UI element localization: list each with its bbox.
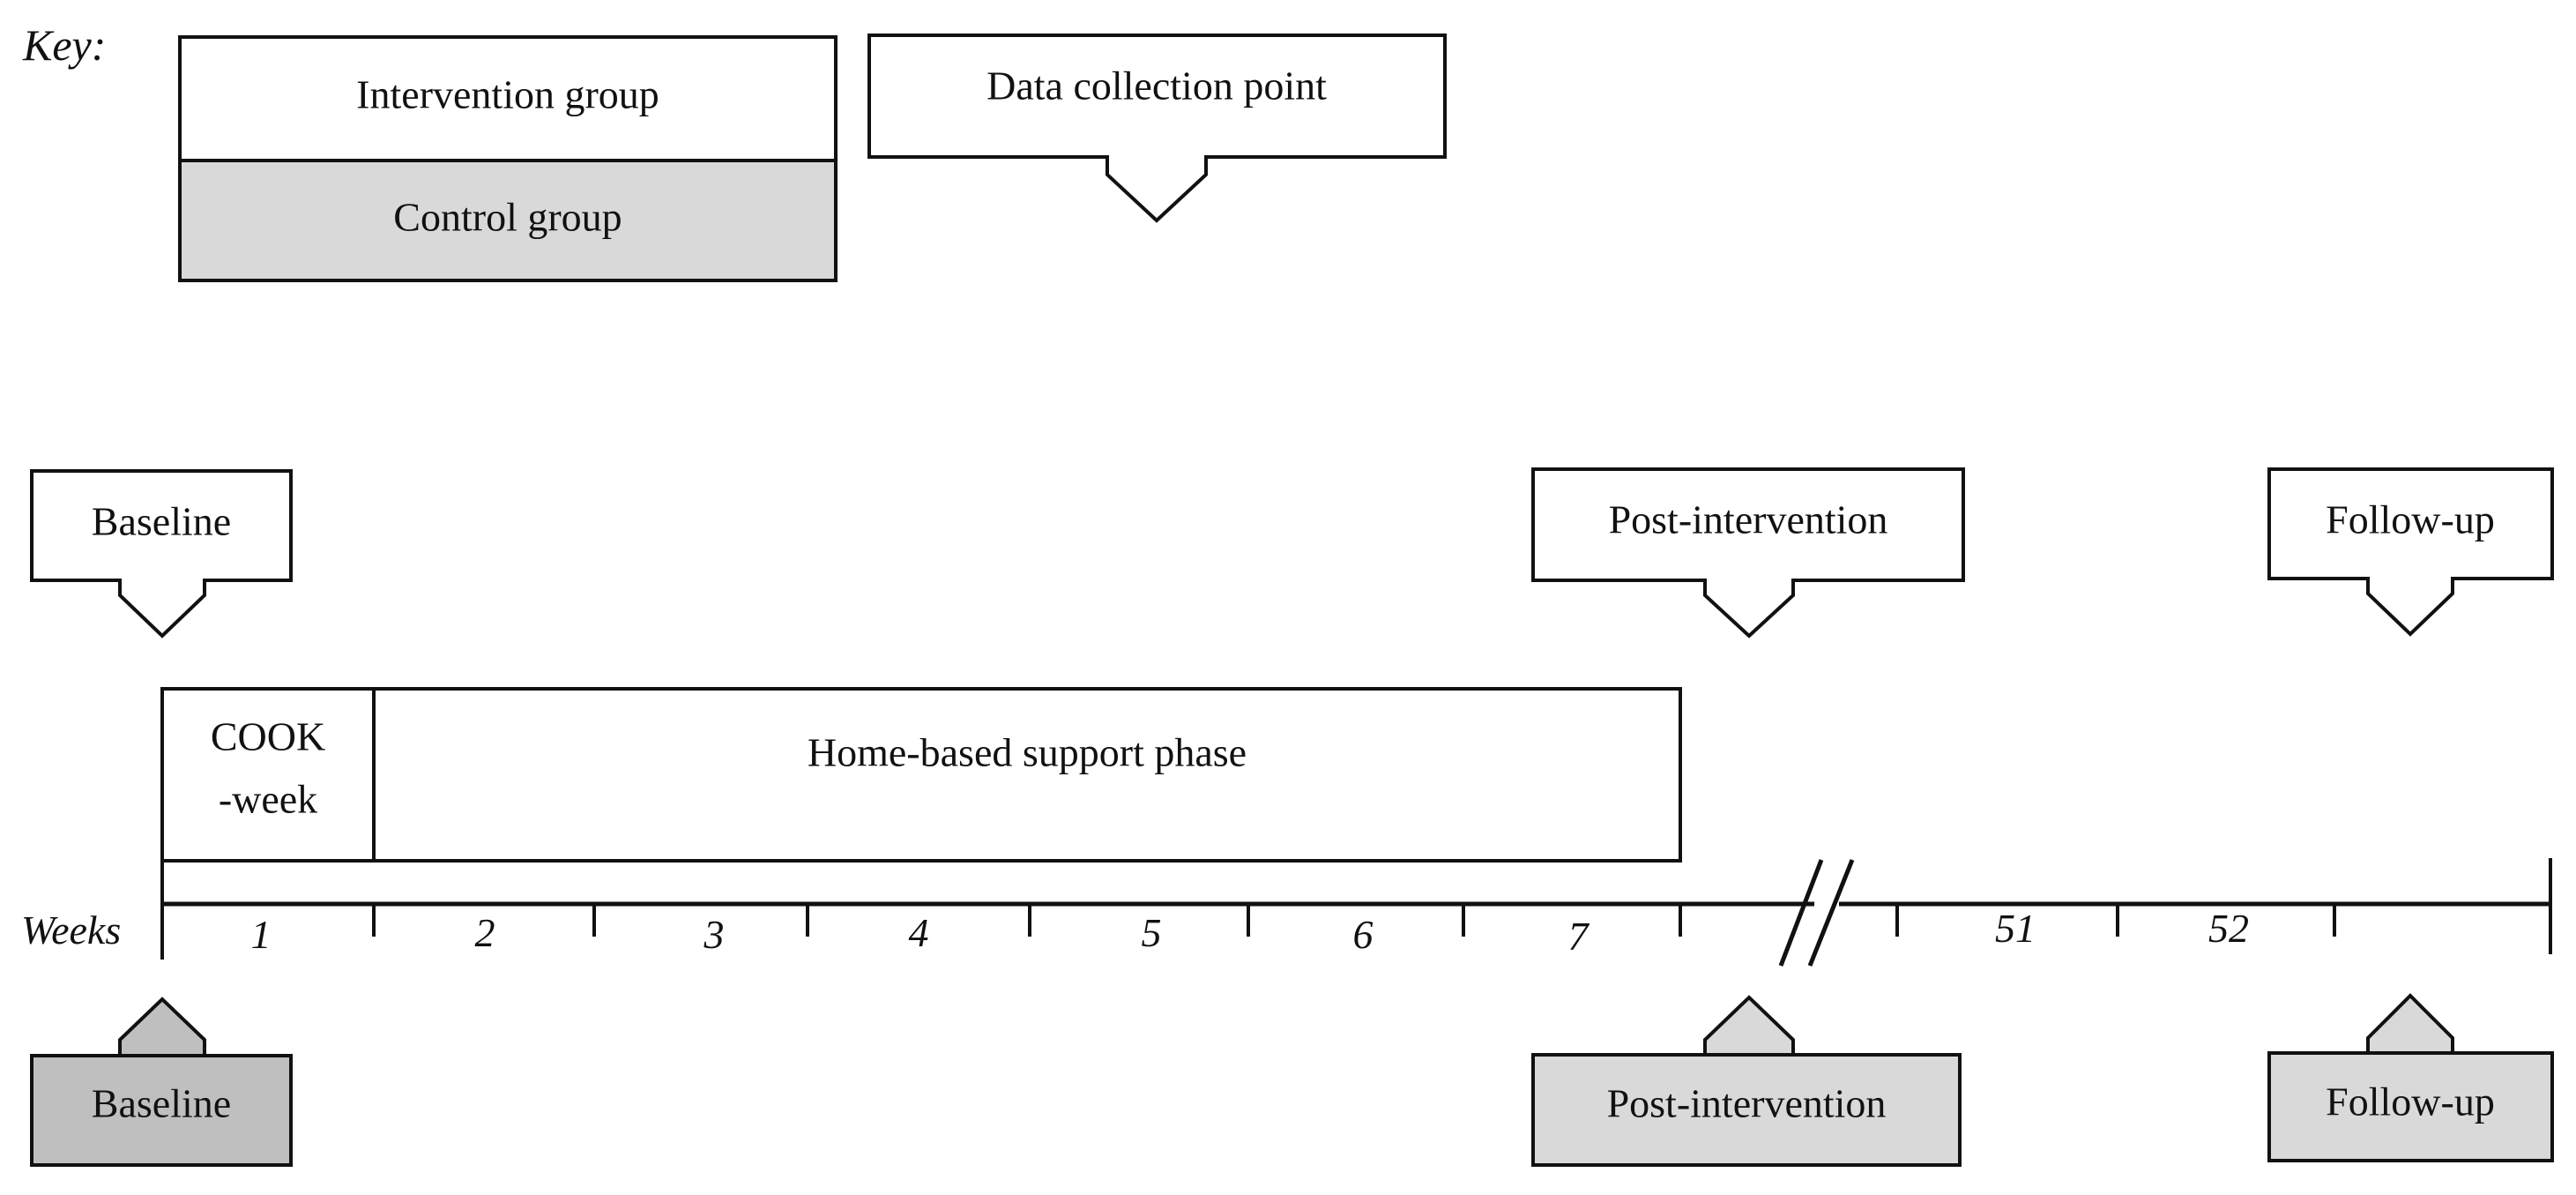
home-support-label: Home-based support phase bbox=[808, 730, 1247, 775]
key-control-box bbox=[178, 159, 838, 282]
control-points: Baseline Post-intervention Follow-up bbox=[30, 993, 2554, 1167]
intervention-baseline-label: Baseline bbox=[92, 499, 231, 544]
key-data-point-label: Data collection point bbox=[986, 63, 1327, 108]
intervention-post-callout bbox=[1531, 467, 1965, 639]
control-post-arrow bbox=[1703, 995, 1795, 1057]
axis-break-mark-2 bbox=[1807, 859, 1855, 967]
intervention-followup-callout bbox=[2267, 467, 2554, 637]
intervention-post-label: Post-intervention bbox=[1609, 497, 1888, 542]
week-label: 2 bbox=[475, 910, 495, 955]
control-followup-arrow bbox=[2366, 993, 2454, 1055]
intervention-baseline-callout bbox=[30, 469, 293, 639]
week-label: 5 bbox=[1142, 910, 1162, 955]
intervention-points: Baseline Post-intervention Follow-up bbox=[30, 467, 2554, 639]
week-label: 1 bbox=[251, 912, 272, 957]
intervention-followup-label: Follow-up bbox=[2326, 497, 2495, 542]
key-heading: Key: bbox=[22, 20, 106, 70]
week-label: 6 bbox=[1353, 912, 1374, 957]
cook-week-label-line1: COOK bbox=[211, 714, 325, 759]
key-control-label: Control group bbox=[393, 195, 622, 240]
control-post-box bbox=[1531, 1053, 1962, 1167]
axis-break-mark-1 bbox=[1778, 859, 1824, 967]
cook-week-label-line2: -week bbox=[219, 777, 317, 822]
timeline: Weeks 1 2 3 4 5 6 7 51 52 bbox=[21, 858, 2552, 967]
week-label: 52 bbox=[2208, 906, 2249, 951]
key-data-collection-callout bbox=[867, 34, 1447, 223]
control-baseline-label: Baseline bbox=[92, 1081, 231, 1126]
key-legend: Key: Intervention group Control group Da… bbox=[22, 20, 1447, 282]
cook-week-box bbox=[160, 687, 376, 863]
week-label: 51 bbox=[1995, 906, 2036, 951]
weeks-axis-label: Weeks bbox=[21, 907, 121, 952]
week-label: 4 bbox=[909, 910, 929, 955]
week-label: 7 bbox=[1568, 914, 1590, 959]
key-intervention-label: Intervention group bbox=[356, 72, 659, 117]
phases: COOK -week Home-based support phase bbox=[160, 687, 1682, 863]
week-label: 3 bbox=[704, 912, 725, 957]
control-baseline-arrow bbox=[118, 997, 206, 1057]
control-followup-box bbox=[2267, 1051, 2554, 1162]
key-intervention-box bbox=[178, 35, 838, 162]
control-post-label: Post-intervention bbox=[1607, 1081, 1887, 1126]
control-followup-label: Follow-up bbox=[2326, 1079, 2495, 1124]
home-support-box bbox=[372, 687, 1682, 863]
